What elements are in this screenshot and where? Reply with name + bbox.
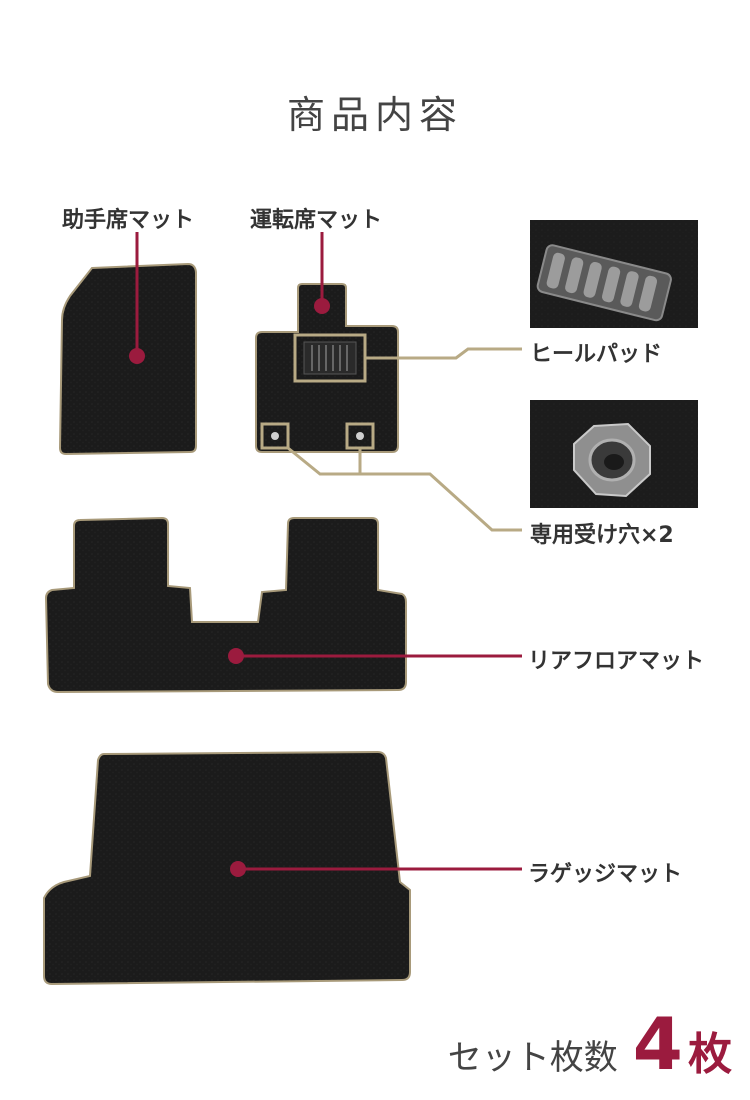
passenger-mat-label: 助手席マット: [62, 208, 195, 233]
mounting-holes-label: 専用受け穴×2: [530, 523, 674, 548]
set-count-number: 4: [632, 1002, 683, 1086]
driver-mat-pointer-dot: [314, 298, 330, 314]
mounting-holes-callout-line: [287, 446, 522, 532]
heel-pad-label: ヒールパッド: [530, 342, 663, 367]
heel-pad-callout-line: [365, 347, 522, 360]
passenger-mat-pointer-dot: [129, 348, 145, 364]
luggage-mat-label: ラゲッジマット: [528, 862, 683, 887]
set-count: セット枚数 4 枚: [448, 1002, 732, 1086]
luggage-mat: [43, 750, 411, 986]
mounting-hole-left: [271, 432, 279, 440]
mounting-hole-photo: [530, 400, 698, 508]
page-title: 商品内容: [286, 93, 463, 137]
heel-pad-photo: [530, 220, 698, 328]
luggage-mat-pointer-dot: [230, 861, 246, 877]
rear-floor-mat-pointer-dot: [228, 648, 244, 664]
passenger-mat: [58, 262, 197, 456]
rear-floor-mat: [44, 516, 407, 694]
driver-mat-label: 運転席マット: [250, 208, 383, 233]
mounting-hole-right: [356, 432, 364, 440]
mounting-hole-left-highlight: [260, 422, 290, 450]
rear-floor-mat-label: リアフロアマット: [528, 649, 705, 674]
set-count-label: セット枚数: [447, 1038, 618, 1078]
set-count-unit: 枚: [688, 1029, 732, 1080]
